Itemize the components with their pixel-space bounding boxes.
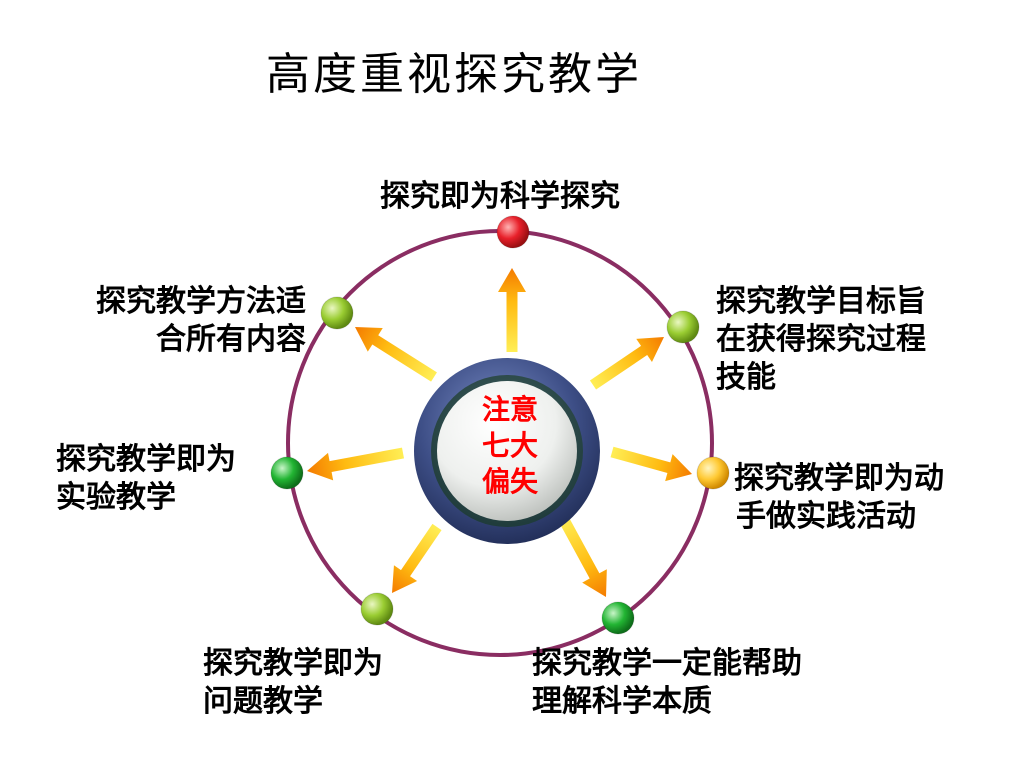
center-hub — [414, 358, 600, 544]
label-line: 探究教学即为 — [203, 646, 383, 681]
arrow-upper-left — [355, 327, 437, 382]
node-label-upper-left: 探究教学方法适 合所有内容 — [60, 283, 306, 359]
arrow-left — [307, 447, 405, 481]
nodes-group — [270, 215, 730, 635]
label-line: 探究教学即为动 — [734, 461, 944, 496]
label-line: 理解科学本质 — [532, 684, 712, 719]
center-line: 偏失 — [481, 465, 538, 498]
label-line: 探究即为科学探究 — [380, 179, 620, 214]
arrows-group — [307, 268, 693, 597]
node-dot-top — [496, 215, 530, 249]
node-dot-upper-left — [320, 296, 354, 330]
label-line: 实验教学 — [56, 480, 176, 515]
node-label-lower-left: 探究教学即为 问题教学 — [203, 645, 383, 721]
node-label-top: 探究即为科学探究 — [380, 178, 620, 216]
arrow-top — [498, 268, 526, 352]
center-line: 注意 — [481, 393, 538, 426]
arrow-lower-right — [558, 515, 607, 597]
node-label-lower-right: 探究教学一定能帮助 理解科学本质 — [532, 645, 802, 721]
label-line: 探究教学一定能帮助 — [532, 646, 802, 681]
arrow-upper-right — [589, 336, 665, 390]
label-line: 探究教学即为 — [56, 442, 236, 477]
node-dot-lower-right — [601, 601, 635, 635]
node-label-upper-right: 探究教学目标旨 在获得探究过程 技能 — [716, 283, 926, 397]
label-line: 探究教学方法适 — [96, 284, 306, 319]
arrow-right — [610, 446, 693, 482]
center-text: 注意 七大 偏失 — [470, 392, 550, 500]
node-dot-upper-right — [666, 310, 700, 344]
node-dot-left — [270, 456, 304, 490]
label-line: 问题教学 — [203, 684, 323, 719]
label-line: 手做实践活动 — [736, 499, 916, 534]
center-line: 七大 — [481, 429, 538, 462]
page-title: 高度重视探究教学 — [266, 49, 642, 100]
arrow-lower-left — [391, 523, 442, 594]
node-label-left: 探究教学即为 实验教学 — [56, 441, 236, 517]
label-line: 技能 — [716, 360, 776, 395]
node-dot-lower-left — [360, 592, 394, 626]
label-line: 探究教学目标旨 — [716, 284, 926, 319]
label-line: 合所有内容 — [156, 322, 306, 357]
node-label-right: 探究教学即为动 手做实践活动 — [734, 460, 944, 536]
label-line: 在获得探究过程 — [716, 322, 926, 357]
hub-inner — [437, 381, 577, 521]
node-dot-right — [696, 456, 730, 490]
